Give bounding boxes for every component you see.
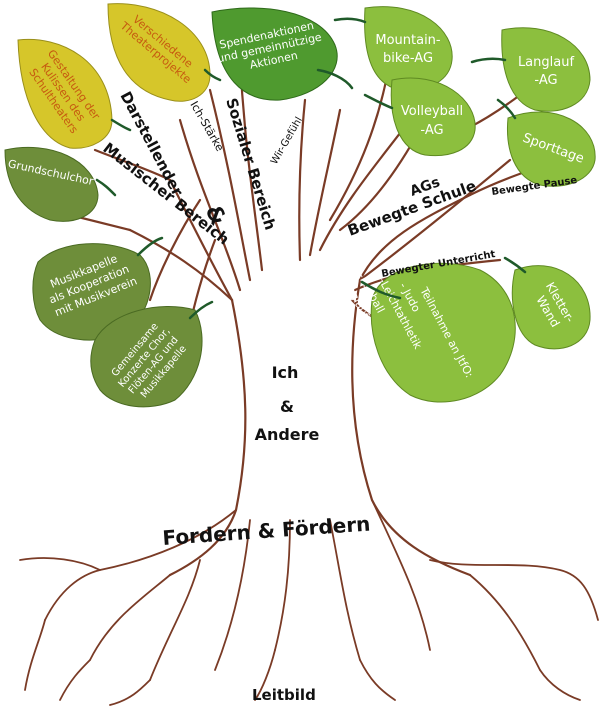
center-line3: Andere (255, 425, 320, 444)
branch-social-sub1: Ich-Stärke (187, 99, 226, 154)
leaf-langlauf-line1: Langlauf (518, 55, 575, 70)
leaf-theater: Verschiedene Theaterprojekte (107, 3, 211, 102)
leaf-langlauf-line2: -AG (534, 73, 557, 88)
leaf-mountain: Mountain- bike-AG (364, 6, 453, 91)
leaf-stems (95, 17, 527, 320)
leaf-mountain-line2: bike-AG (383, 51, 433, 66)
leaf-langlauf: Langlauf -AG (501, 27, 591, 112)
branch-social-label: Sozialer Bereich (222, 96, 279, 232)
center-line1: Ich (272, 363, 299, 382)
leaf-mountain-line1: Mountain- (375, 33, 441, 48)
footer-title: Leitbild (252, 686, 316, 704)
leaf-kletterwand: Kletter- Wand (511, 265, 591, 350)
trunk-center-text: Ich & Andere (255, 363, 320, 444)
leaf-musikkapelle: Musikkapelle als Kooperation mit Musikve… (32, 243, 151, 341)
leaf-volleyball-line1: Volleyball (401, 104, 463, 119)
tree-roots (19, 499, 599, 706)
center-line2: & (280, 397, 294, 416)
branch-art: Darstellender & Musischer Bereich (100, 88, 233, 248)
leaf-volleyball-line2: -AG (420, 123, 443, 138)
roots-label: Fordern & Fördern (162, 512, 371, 550)
leaf-spenden: Spendenaktionen und gemeinnützige Aktion… (211, 7, 338, 101)
leaf-volleyball: Volleyball -AG (390, 77, 476, 157)
leaf-konzerte: Gemeinsame Konzerte Chor, Flöten-AG und … (90, 306, 203, 408)
leaf-sporttage: Sporttage (506, 111, 596, 187)
leaf-grundschulchor: Grundschulchor (4, 146, 99, 222)
leaf-kulissen: Gestaltung der Kulissen des Schultheater… (17, 38, 113, 149)
leaf-jtfo: Teilnahme an JtfO: - Judo -Leichtathleti… (335, 262, 516, 403)
